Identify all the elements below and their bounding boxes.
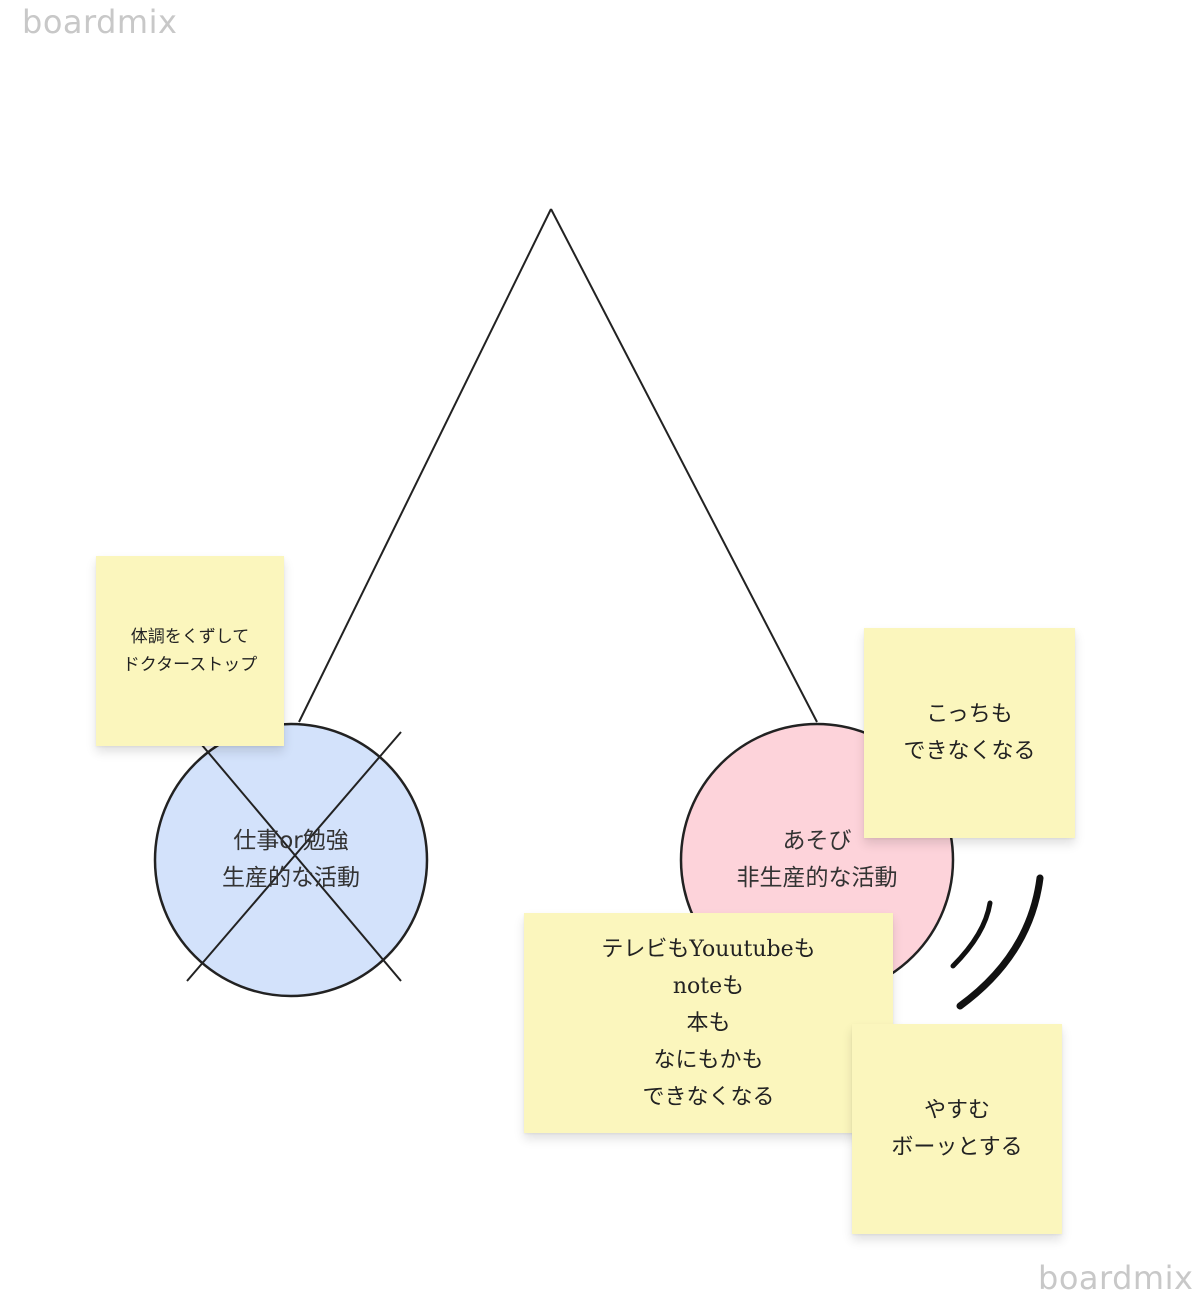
sticky-note-line: こっちも	[926, 702, 1013, 727]
sticky-note-cannot[interactable]: こっちも できなくなる	[864, 628, 1075, 838]
sticky-note-line: ドクターストップ	[122, 655, 258, 675]
work-study-title: 仕事or勉強	[233, 828, 349, 854]
watermark-top: boardmix	[22, 3, 178, 41]
sticky-note-line: できなくなる	[903, 739, 1036, 764]
sticky-note-line: なにもかも	[653, 1047, 764, 1073]
cross-out-line-2	[186, 731, 402, 982]
watermark-bottom: boardmix	[1038, 1259, 1194, 1297]
motion-mark-long	[956, 874, 1044, 1010]
sticky-note-line: できなくなる	[642, 1084, 775, 1110]
sticky-note-line: ボーッとする	[891, 1135, 1023, 1160]
sticky-note-tv[interactable]: テレビもYouutubeも noteも 本も なにもかも できなくなる	[524, 913, 893, 1133]
sticky-note-line: 体調をくずして	[130, 627, 250, 647]
play-label: あそび 非生産的な活動	[717, 823, 917, 897]
sticky-note-line: やすむ	[923, 1098, 990, 1123]
pendulum-line-left	[298, 208, 552, 723]
cross-out-line-1	[190, 731, 402, 982]
sticky-note-line: noteも	[672, 973, 745, 999]
motion-mark-short	[950, 900, 993, 969]
sticky-note-health[interactable]: 体調をくずして ドクターストップ	[96, 556, 284, 746]
work-study-subtitle: 生産的な活動	[222, 865, 360, 891]
sticky-note-line: テレビもYouutubeも	[601, 936, 816, 962]
play-title: あそび	[782, 828, 852, 854]
play-subtitle: 非生産的な活動	[736, 865, 898, 891]
pendulum-line-right	[550, 208, 818, 723]
work-study-label: 仕事or勉強 生産的な活動	[191, 823, 391, 897]
sticky-note-rest[interactable]: やすむ ボーッとする	[852, 1024, 1062, 1234]
sticky-note-line: 本も	[686, 1010, 731, 1036]
